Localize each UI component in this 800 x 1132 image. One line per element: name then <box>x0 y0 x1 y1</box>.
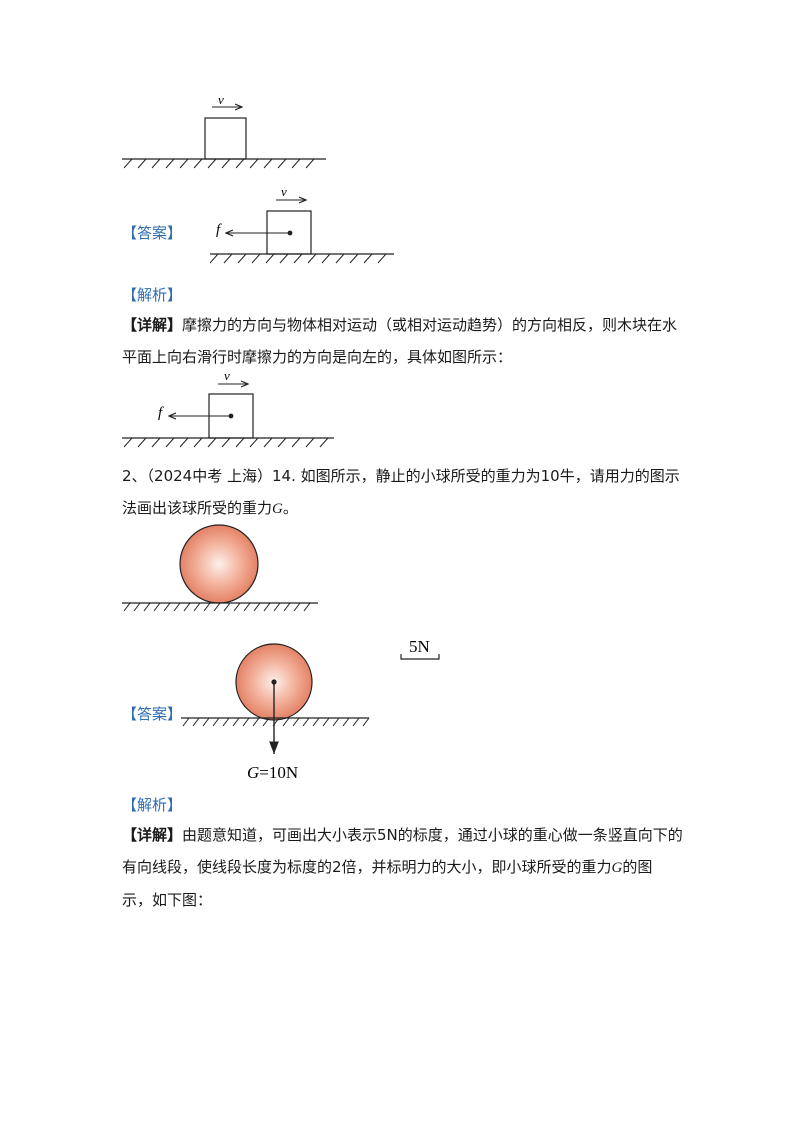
answer-gravity-figure: G=10N 5N <box>181 637 440 782</box>
detail-line-1: 摩擦力的方向与物体相对运动（或相对运动趋势）的方向相反，则木块在水 <box>182 316 678 334</box>
ground-hatch <box>123 158 315 169</box>
scale-bar <box>400 654 440 660</box>
gravity-var: G <box>247 763 259 782</box>
detail2-line-1: 由题意知道，可画出大小表示5N的标度，通过小球的重心做一条竖直向下的 <box>182 826 683 844</box>
answer-tag: 【答案】 <box>122 224 183 242</box>
detail2-line-2-suffix: 的图 <box>622 858 653 876</box>
ball-figure <box>122 524 318 612</box>
detail-paragraph: 【详解】摩擦力的方向与物体相对运动（或相对运动趋势）的方向相反，则木块在水 平面… <box>122 309 682 373</box>
scale-label: 5N <box>409 637 430 656</box>
question-2-stem: 2、（2024中考 上海）14. 如图所示，静止的小球所受的重力为10牛，请用力… <box>122 460 702 525</box>
ground-hatch <box>123 602 311 612</box>
stem-line-2-prefix: 法画出该球所受的重力 <box>122 499 273 517</box>
analysis-tag-2: 【解析】 <box>122 796 183 814</box>
gravity-value: =10N <box>259 763 298 782</box>
block-velocity-figure: v <box>122 92 326 169</box>
velocity-label: v <box>281 184 287 199</box>
detail-tag: 【详解】 <box>122 316 183 334</box>
ground-hatch <box>123 437 329 448</box>
detail-tag-2: 【详解】 <box>122 826 183 844</box>
detail-line-2: 平面上向右滑行时摩擦力的方向是向左的，具体如图所示： <box>122 348 513 366</box>
answer-tag-2: 【答案】 <box>122 705 183 723</box>
detail-paragraph-2: 【详解】由题意知道，可画出大小表示5N的标度，通过小球的重心做一条竖直向下的 有… <box>122 819 702 916</box>
velocity-label: v <box>224 368 230 383</box>
ground-hatch <box>210 253 387 264</box>
friction-label: f <box>158 405 164 421</box>
stem-line-1: 2、（2024中考 上海）14. 如图所示，静止的小球所受的重力为10牛，请用力… <box>122 467 680 485</box>
ball <box>179 524 259 604</box>
ground-hatch <box>182 717 370 727</box>
detail2-gravity-var: G <box>611 860 623 876</box>
wood-block <box>204 117 247 160</box>
analysis-tag: 【解析】 <box>122 286 183 304</box>
stem-line-2-suffix: 。 <box>282 499 298 517</box>
friction-label: f <box>216 222 222 238</box>
stem-gravity-var: G <box>272 501 283 517</box>
velocity-label: v <box>218 92 224 107</box>
detail2-line-2-prefix: 有向线段，使线段长度为标度的2倍，并标明力的大小，即小球所受的重力 <box>122 858 612 876</box>
detail2-line-3: 示，如下图： <box>122 891 213 909</box>
detail-friction-figure: v f <box>122 368 334 448</box>
answer-friction-figure: v f <box>210 184 394 264</box>
gravity-label: G=10N <box>247 763 298 782</box>
